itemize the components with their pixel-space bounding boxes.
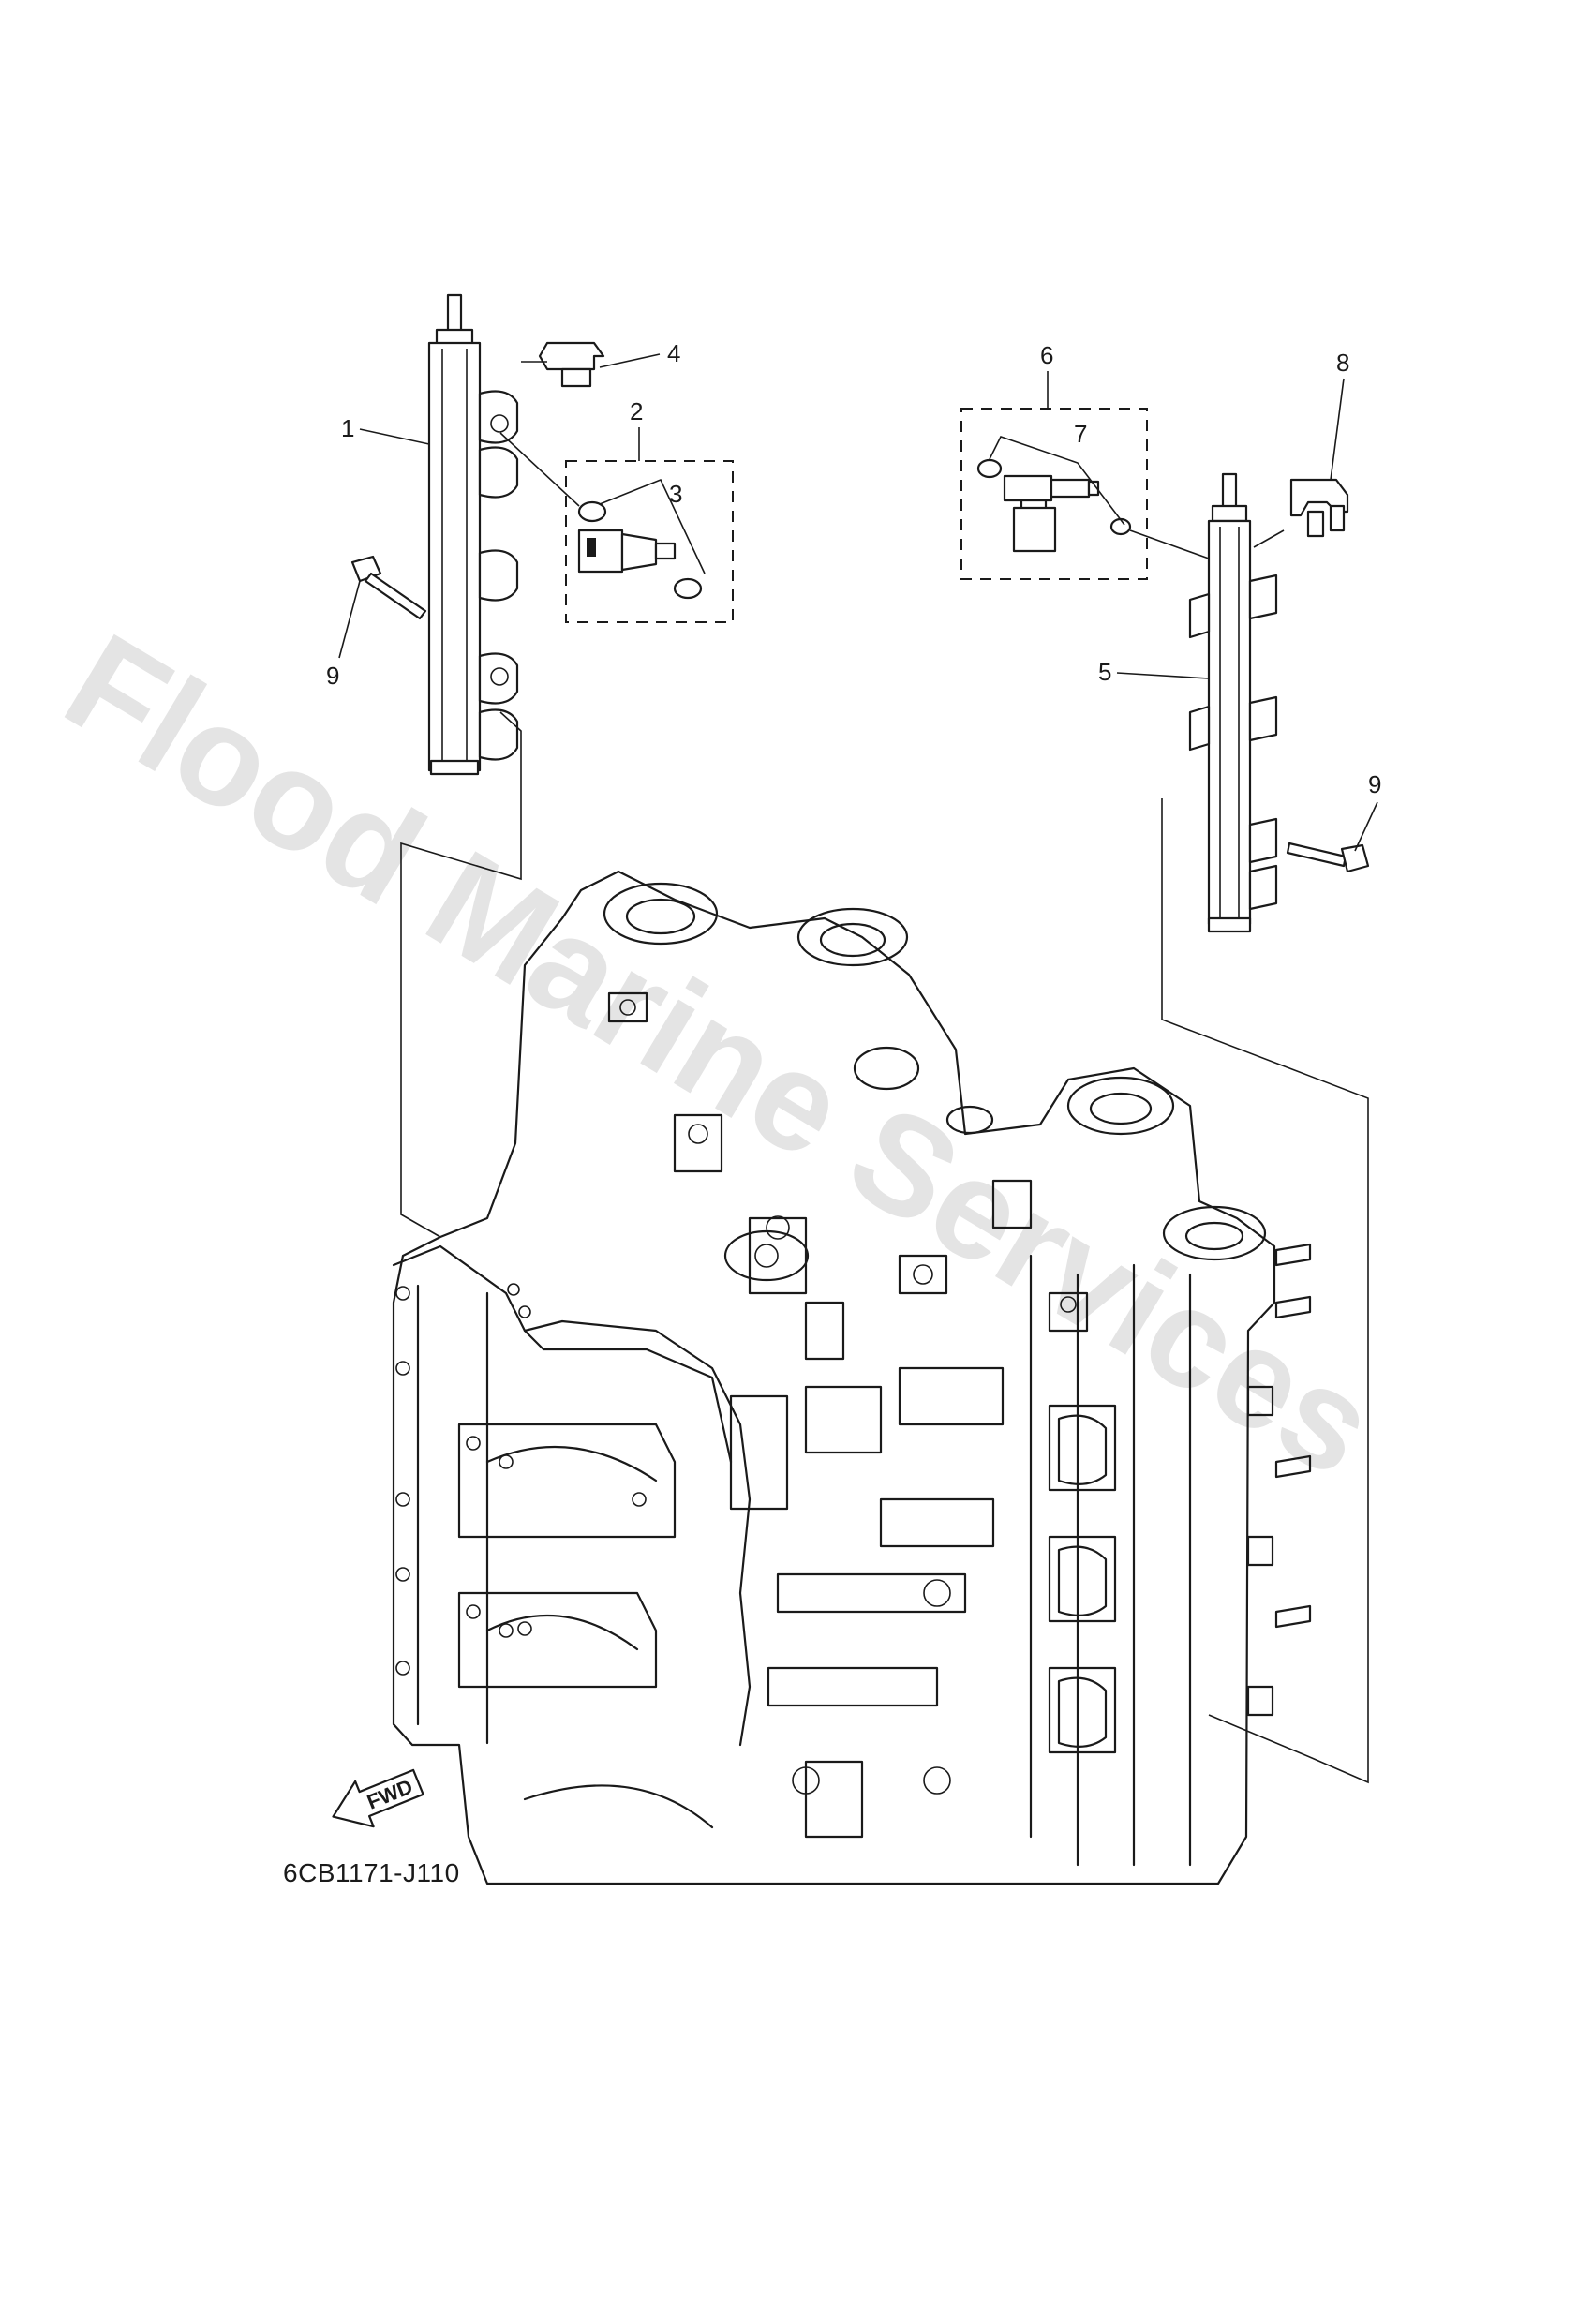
fwd-arrow-icon: FWD	[332, 1768, 424, 1828]
svg-text:1: 1	[341, 414, 354, 442]
diagram-code: 6CB1171-J110	[283, 1858, 460, 1887]
svg-text:9: 9	[1368, 770, 1381, 798]
svg-text:6: 6	[1040, 341, 1053, 369]
svg-text:8: 8	[1336, 349, 1349, 377]
callout-5: 5	[1098, 658, 1210, 686]
svg-text:5: 5	[1098, 658, 1111, 686]
clip-left[interactable]	[521, 341, 605, 388]
callout-9-right: 9	[1354, 770, 1381, 852]
fuel-injector-right[interactable]	[976, 458, 1132, 553]
callout-3: 3	[669, 480, 682, 508]
callout-9-left: 9	[326, 580, 361, 690]
svg-text:2: 2	[630, 397, 643, 425]
callout-4: 4	[599, 339, 680, 368]
svg-text:9: 9	[326, 662, 339, 690]
callout-2: 2	[630, 397, 643, 461]
leader-left-assembly	[400, 711, 522, 1238]
bolt-left[interactable]	[350, 555, 427, 620]
clip-right[interactable]	[1253, 478, 1349, 548]
callout-7: 7	[1074, 420, 1087, 448]
svg-text:7: 7	[1074, 420, 1087, 448]
fuel-rail-right[interactable]	[1188, 472, 1278, 933]
injector-kit-box-left	[565, 460, 734, 623]
leader-right-assembly	[1161, 798, 1369, 1784]
fuel-rail-left[interactable]	[427, 293, 519, 776]
fuel-injector-left[interactable]	[577, 500, 703, 600]
engine-block	[392, 870, 1312, 1885]
callout-6: 6	[1040, 341, 1053, 409]
bolt-right[interactable]	[1286, 842, 1370, 873]
svg-text:3: 3	[669, 480, 682, 508]
callout-8: 8	[1330, 349, 1349, 481]
callout-1: 1	[341, 414, 430, 445]
svg-text:4: 4	[667, 339, 680, 367]
